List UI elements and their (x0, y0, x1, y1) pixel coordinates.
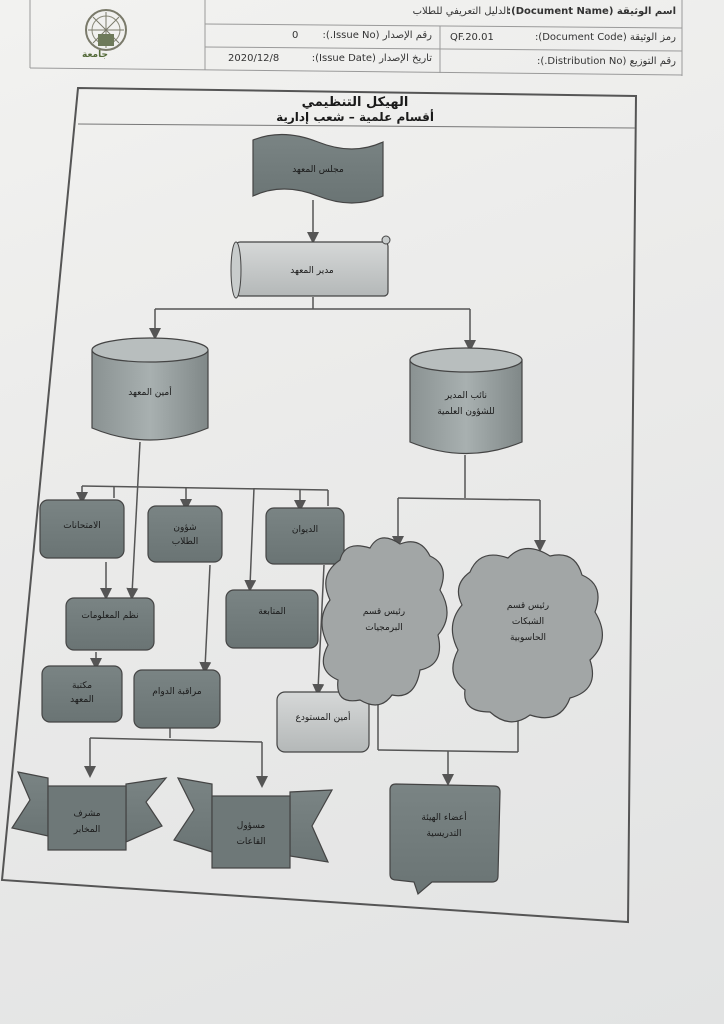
labs-supervisor-node: مشرف المخابر (11, 771, 168, 851)
svg-text:أمين المستودع: أمين المستودع (296, 711, 351, 723)
chart-title: الهيكل التنظيمي (302, 95, 409, 110)
exams-node: الامتحانات (39, 499, 125, 559)
svg-text:الامتحانات: الامتحانات (63, 521, 100, 531)
logo-text: جامعة (82, 50, 108, 60)
networks-head-node: رئيس قسم الشبكات الحاسوبية (451, 547, 603, 723)
svg-text:أمين المعهد: أمين المعهد (128, 386, 171, 398)
svg-text:المتابعة: المتابعة (258, 607, 286, 617)
council-node: مجلس المعهد (252, 133, 384, 204)
svg-text:الحاسوبية: الحاسوبية (510, 633, 546, 643)
header-table (29, 0, 683, 76)
svg-text:أعضاء الهيئة: أعضاء الهيئة (421, 811, 466, 823)
svg-text:مراقبة الدوام: مراقبة الدوام (152, 687, 202, 697)
svg-text:رئيس قسم: رئيس قسم (507, 601, 549, 611)
issue-no-value: 0 (292, 30, 299, 41)
followup-node: المتابعة (225, 589, 319, 649)
teaching-staff-node: أعضاء الهيئة التدريسية (389, 783, 501, 896)
student-affairs-node: شؤون الطلاب (147, 505, 223, 563)
svg-text:الشبكات: الشبكات (512, 617, 544, 627)
issue-date-label: تاريخ الإصدار (Issue Date): (311, 53, 432, 64)
svg-text:مجلس المعهد: مجلس المعهد (292, 165, 344, 175)
svg-text:مشرف: مشرف (73, 809, 100, 819)
svg-text:مسؤول: مسؤول (237, 821, 266, 831)
svg-text:شؤون: شؤون (173, 523, 196, 533)
halls-officer-node: مسؤول القاعات (173, 777, 334, 869)
svg-text:نظم المعلومات: نظم المعلومات (81, 611, 138, 621)
chart-subtitle: أقسام علمية – شعب إدارية (276, 109, 434, 125)
svg-text:التدريسية: التدريسية (426, 829, 461, 839)
svg-text:رئيس قسم: رئيس قسم (363, 607, 405, 617)
svg-text:للشؤون العلمية: للشؤون العلمية (437, 407, 495, 417)
svg-text:الطلاب: الطلاب (172, 537, 198, 547)
deputy-scientific-node: نائب المدير للشؤون العلمية (409, 347, 523, 455)
issue-date-value: 2020/12/8 (228, 53, 280, 64)
director-node: مدير المعهد (230, 235, 391, 299)
svg-text:البرمجيات: البرمجيات (365, 623, 403, 633)
svg-text:مدير المعهد: مدير المعهد (290, 266, 334, 276)
library-node: مكتبة المعهد (41, 665, 123, 723)
software-head-node: رئيس قسم البرمجيات (321, 537, 448, 706)
svg-text:الديوان: الديوان (292, 525, 318, 535)
document-name-value: الدليل التعريفي للطلاب (412, 6, 509, 17)
chart-frame (0, 86, 638, 924)
university-logo (85, 9, 127, 51)
document-code-label: رمز الوثيقة (Document Code): (534, 32, 676, 43)
document-code-value: QF.20.01 (450, 32, 494, 43)
info-systems-node: نظم المعلومات (65, 597, 155, 651)
warehouse-node: أمين المستودع (276, 691, 370, 753)
institute-secretary-node: أمين المعهد (91, 337, 209, 441)
issue-no-label: رقم الإصدار (Issue No.): (322, 30, 432, 41)
svg-text:نائب المدير: نائب المدير (444, 391, 487, 401)
document-name-label: اسم الوثيقة (Document Name): (507, 6, 676, 17)
distribution-no-label: رقم التوزيع (Distribution No.): (536, 56, 676, 67)
attendance-node: مراقبة الدوام (133, 669, 221, 729)
svg-text:المخابر: المخابر (73, 825, 100, 835)
svg-text:القاعات: القاعات (236, 837, 265, 847)
svg-text:المعهد: المعهد (70, 695, 94, 705)
diwan-node: الديوان (265, 507, 345, 565)
svg-text:مكتبة: مكتبة (72, 681, 92, 691)
